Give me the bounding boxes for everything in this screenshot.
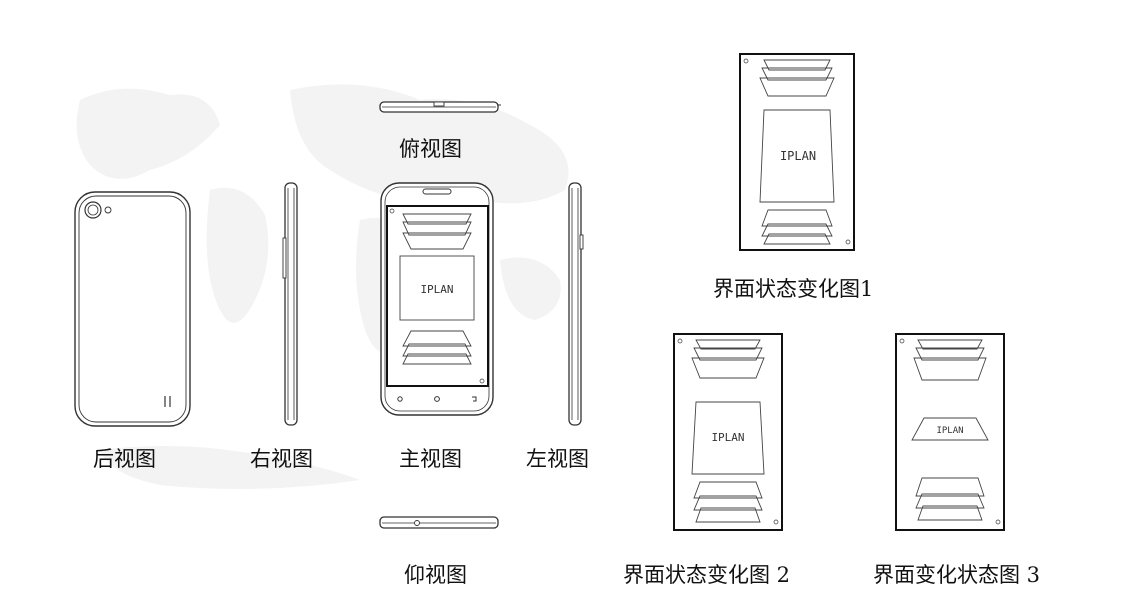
state-3-screen-logo: IPLAN — [936, 426, 963, 436]
state-2-screen-logo: IPLAN — [711, 431, 744, 444]
back-view-drawing — [74, 191, 191, 427]
interface-state-1-drawing: IPLAN — [739, 53, 855, 251]
front-view-drawing: IPLAN — [380, 182, 494, 416]
interface-state-2-drawing: IPLAN — [673, 333, 783, 531]
interface-state-3-drawing: IPLAN — [895, 333, 1005, 531]
interface-state-3-label: 界面变化状态图 3 — [873, 563, 1041, 587]
left-view-drawing — [568, 182, 584, 426]
interface-state-2-label: 界面状态变化图 2 — [623, 563, 791, 587]
bottom-view-drawing — [379, 516, 499, 529]
right-view-drawing — [282, 182, 298, 426]
back-view-label: 后视图 — [93, 447, 156, 471]
state-1-screen-logo: IPLAN — [780, 149, 816, 163]
top-view-drawing — [379, 101, 501, 113]
front-view-label: 主视图 — [399, 447, 462, 471]
top-view-label: 俯视图 — [399, 137, 462, 161]
left-view-label: 左视图 — [526, 447, 589, 471]
interface-state-1-label: 界面状态变化图1 — [713, 277, 874, 301]
bottom-view-label: 仰视图 — [404, 563, 467, 587]
front-screen-logo: IPLAN — [420, 283, 453, 296]
right-view-label: 右视图 — [250, 447, 313, 471]
